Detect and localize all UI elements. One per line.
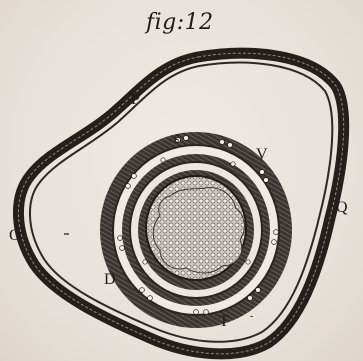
label-P: P [131, 92, 140, 108]
label-Q: Q [336, 200, 348, 216]
label-T: T [219, 314, 229, 330]
label-dash-bottom: - [250, 312, 253, 322]
label-g: g [174, 133, 179, 143]
figure-caption: fig:12 [146, 10, 214, 35]
label-O: O [9, 228, 21, 244]
pith-core [153, 188, 244, 273]
label-V: V [256, 147, 268, 163]
label-D: D [104, 272, 116, 288]
